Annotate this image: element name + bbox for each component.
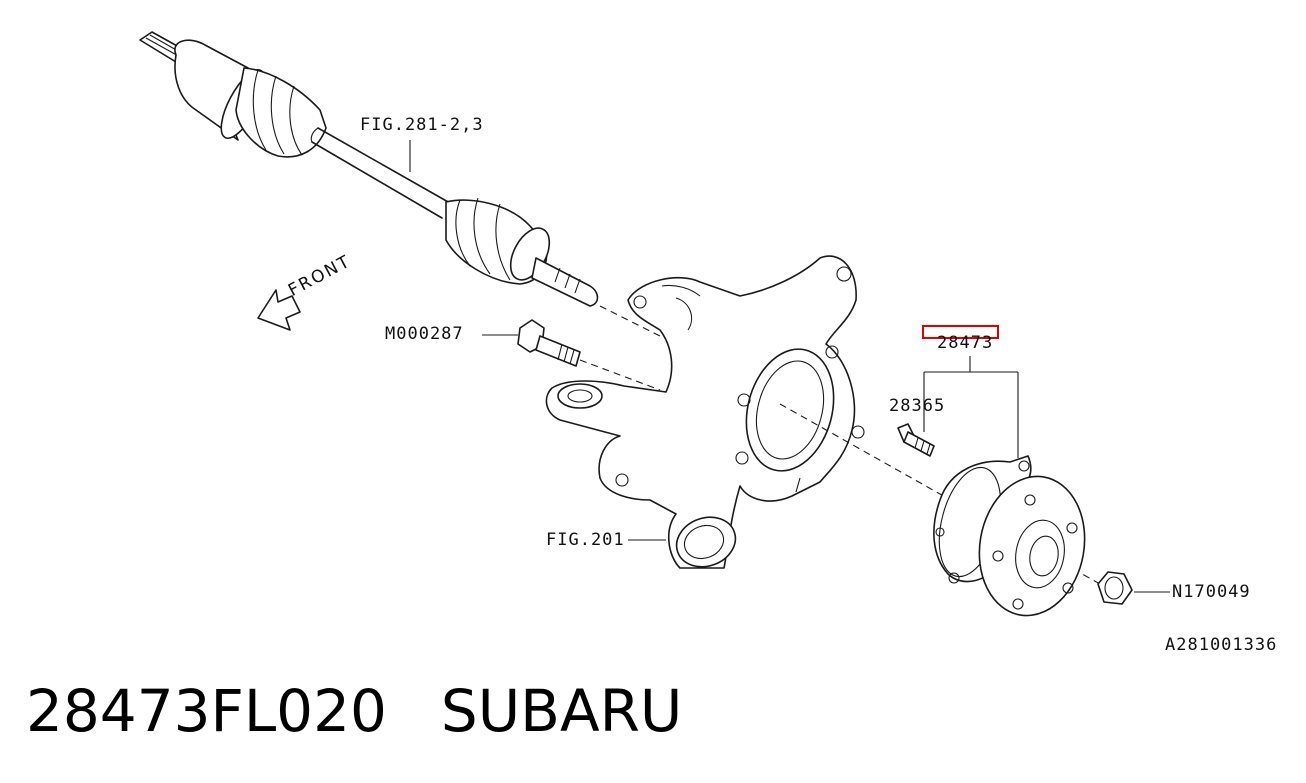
knuckle-bolt[interactable] [482,319,661,391]
drive-shaft[interactable] [139,31,599,307]
steering-knuckle[interactable] [545,255,865,575]
drawing-number: A281001336 [1165,635,1278,655]
hub-bolt[interactable] [897,420,935,457]
hub-nut[interactable] [1097,571,1170,605]
callout-drive-shaft[interactable]: FIG.281-2,3 [360,115,484,135]
front-arrow-icon [257,289,301,331]
callout-bolt[interactable]: M000287 [385,324,464,344]
callout-knuckle[interactable]: FIG.201 [546,530,625,550]
callout-nut[interactable]: N170049 [1172,582,1251,602]
part-number: 28473FL020 [26,677,387,745]
callout-hub-bolt[interactable]: 28365 [889,396,946,416]
highlight-box [922,325,999,339]
hub-assembly[interactable] [923,356,1095,624]
callout-hub-assembly[interactable]: 28473 [937,333,994,353]
brand-name: SUBARU [440,677,683,745]
